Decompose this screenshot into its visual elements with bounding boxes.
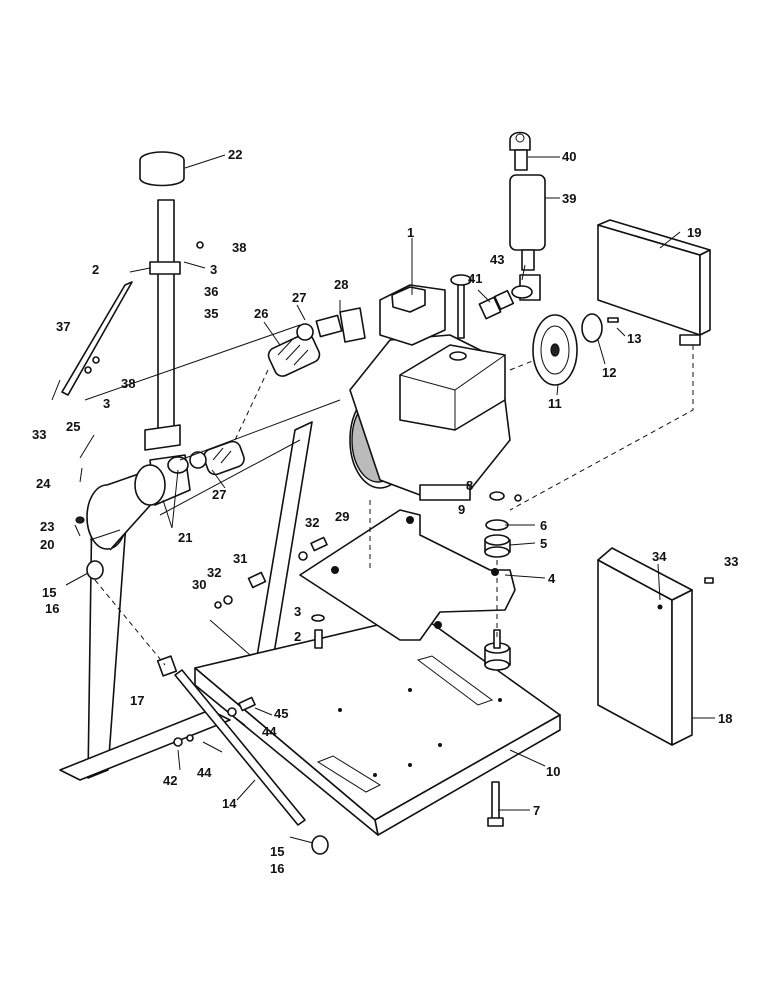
- air-filter-assembly: [509, 131, 546, 301]
- callout-19: 19: [687, 225, 701, 240]
- callout-labels: 1 2 2 3 3 3 4 5 6 7 8 9 10 11 12 13 14 1…: [32, 147, 738, 876]
- engine: [349, 274, 511, 501]
- side-shield: [597, 547, 714, 746]
- callout-5: 5: [540, 536, 547, 551]
- callout-31: 31: [233, 551, 247, 566]
- support-brace: [61, 241, 204, 396]
- callout-6: 6: [540, 518, 547, 533]
- bolt-7: [487, 781, 504, 827]
- callout-8: 8: [466, 478, 473, 493]
- callout-40: 40: [562, 149, 576, 164]
- callout-16: 16: [270, 861, 284, 876]
- callout-15: 15: [270, 844, 284, 859]
- callout-30: 30: [192, 577, 206, 592]
- callout-33: 33: [724, 554, 738, 569]
- callout-16: 16: [45, 601, 59, 616]
- callout-25: 25: [66, 419, 80, 434]
- assembly-guide-lines: [84, 324, 694, 666]
- callout-12: 12: [602, 365, 616, 380]
- callout-34: 34: [652, 549, 667, 564]
- callout-23: 23: [40, 519, 54, 534]
- callout-14: 14: [222, 796, 237, 811]
- vibration-mounts: [484, 491, 511, 671]
- callout-41: 41: [468, 271, 482, 286]
- callout-11: 11: [548, 396, 562, 411]
- belt-guard: [597, 219, 711, 346]
- elbow-fittings: [478, 289, 515, 320]
- callout-22: 22: [228, 147, 242, 162]
- callout-35: 35: [204, 306, 218, 321]
- callout-3: 3: [294, 604, 301, 619]
- callout-20: 20: [40, 537, 54, 552]
- callout-2: 2: [92, 262, 99, 277]
- leader-lines: [51, 154, 715, 844]
- callout-37: 37: [56, 319, 70, 334]
- tie-rod: [86, 560, 329, 855]
- callout-15: 15: [42, 585, 56, 600]
- callout-28: 28: [334, 277, 348, 292]
- callout-1: 1: [407, 225, 414, 240]
- callout-18: 18: [718, 711, 732, 726]
- callout-38: 38: [232, 240, 246, 255]
- small-hardware: [75, 494, 522, 747]
- callout-7: 7: [533, 803, 540, 818]
- muffler-assembly: [86, 151, 191, 551]
- callout-24: 24: [36, 476, 51, 491]
- callout-27: 27: [292, 290, 306, 305]
- callout-26: 26: [254, 306, 268, 321]
- callout-10: 10: [546, 764, 560, 779]
- callout-13: 13: [627, 331, 641, 346]
- callout-17: 17: [130, 693, 144, 708]
- callout-2: 2: [294, 629, 301, 644]
- callout-21: 21: [178, 530, 192, 545]
- callout-32: 32: [305, 515, 319, 530]
- pulley: [532, 313, 619, 386]
- callout-9: 9: [458, 502, 465, 517]
- callout-43: 43: [490, 252, 504, 267]
- callout-42: 42: [163, 773, 177, 788]
- callout-45: 45: [274, 706, 288, 721]
- callout-38: 38: [121, 376, 135, 391]
- callout-32: 32: [207, 565, 221, 580]
- callout-3: 3: [103, 396, 110, 411]
- callout-44: 44: [197, 765, 212, 780]
- base-plate: [194, 614, 561, 836]
- callout-29: 29: [335, 509, 349, 524]
- callout-4: 4: [548, 571, 556, 586]
- callout-36: 36: [204, 284, 218, 299]
- callout-33: 33: [32, 427, 46, 442]
- flex-hoses: [189, 307, 366, 476]
- callout-44: 44: [262, 724, 277, 739]
- engine-mount-plate: [299, 509, 516, 641]
- callout-39: 39: [562, 191, 576, 206]
- callout-3: 3: [210, 262, 217, 277]
- callout-27: 27: [212, 487, 226, 502]
